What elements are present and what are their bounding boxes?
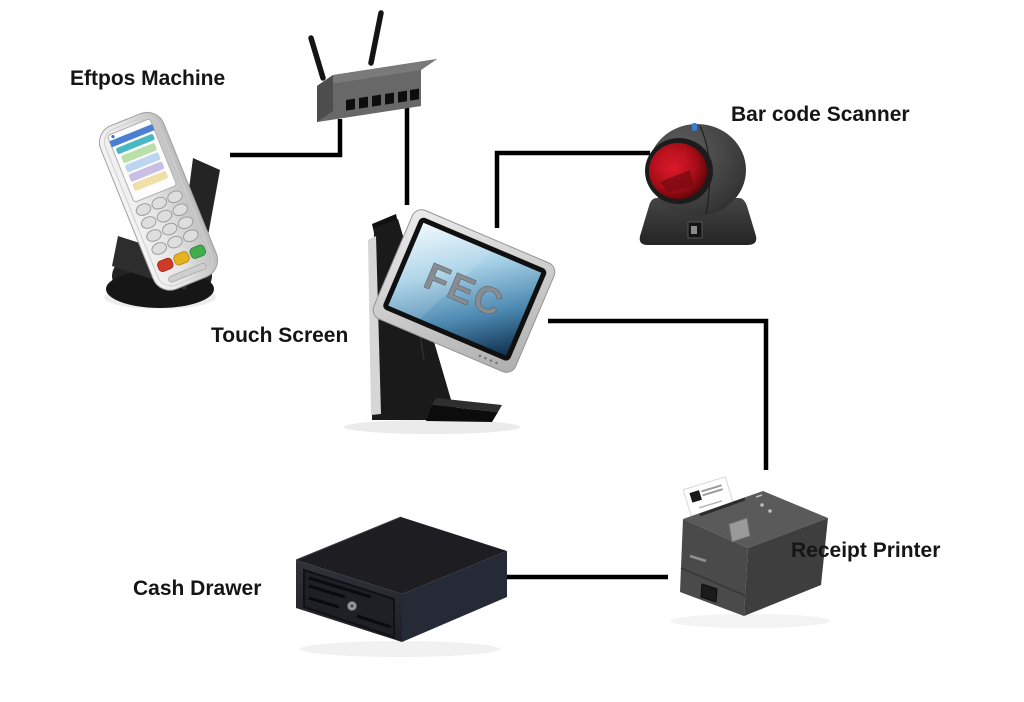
printer-brand-mark — [689, 554, 707, 563]
label-cash-drawer: Cash Drawer — [133, 577, 262, 600]
hub-ports — [346, 88, 419, 111]
printer-right-face — [744, 518, 828, 616]
eftpos-terminal — [98, 111, 219, 291]
cashdrawer-slots — [308, 576, 392, 629]
label-eftpos-machine: Eftpos Machine — [70, 67, 226, 90]
hub-antenna-left — [308, 35, 326, 81]
label-barcode-scanner: Bar code Scanner — [731, 103, 910, 126]
connector-lines — [230, 104, 769, 580]
label-receipt-printer: Receipt Printer — [791, 539, 941, 562]
printer-feed-button — [728, 517, 751, 543]
connector-eftpos-to-hub — [230, 119, 343, 158]
receipt-printer-illustration — [670, 476, 830, 628]
network-hub-illustration — [308, 10, 437, 122]
hub-antenna-right — [368, 10, 384, 66]
barcode-scanner-illustration — [639, 123, 757, 245]
touchscreen-base-foot — [426, 405, 498, 422]
scanner-red-window — [649, 143, 707, 199]
cash-drawer-illustration — [295, 516, 507, 657]
cashdrawer-top — [296, 517, 507, 594]
scanner-led — [692, 123, 697, 131]
eftpos-keypad — [135, 190, 199, 255]
connector-scanner-to-touchscreen — [494, 150, 650, 228]
touch-screen-illustration: FEC — [344, 209, 556, 434]
eftpos-enter-key — [189, 244, 206, 259]
connector-touchscreen-to-printer — [548, 318, 769, 470]
printer-power-inlet — [700, 583, 718, 603]
printer-top-face — [683, 491, 828, 548]
eftpos-card-slot — [168, 262, 207, 283]
touchscreen-monitor: FEC — [372, 209, 556, 373]
touchscreen-display — [388, 222, 542, 356]
printer-front-face — [680, 519, 748, 616]
label-touch-screen: Touch Screen — [211, 324, 349, 347]
receipt-logo-mark — [689, 490, 702, 503]
eftpos-clear-key — [173, 251, 190, 266]
cashdrawer-right-face — [402, 551, 507, 642]
hub-front-face — [317, 70, 421, 122]
eftpos-machine-illustration — [98, 111, 220, 309]
printer-paper-slot — [699, 497, 746, 517]
eftpos-cancel-key — [157, 257, 174, 272]
